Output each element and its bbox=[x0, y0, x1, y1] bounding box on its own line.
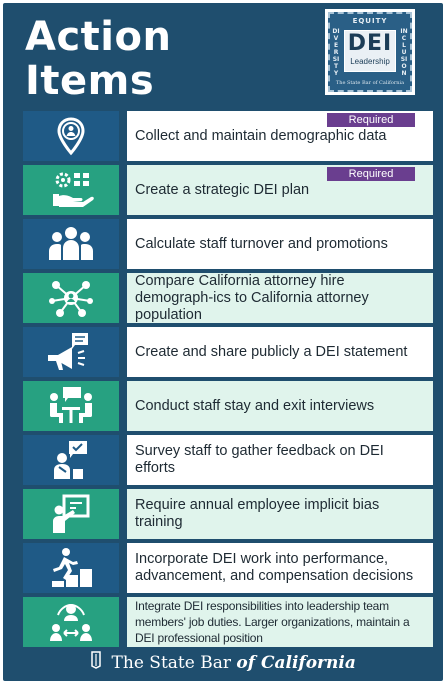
action-item-text: Compare California attorney hire demogra… bbox=[127, 273, 433, 323]
state-bar-logo-icon bbox=[90, 651, 102, 675]
seal-top-text: EQUITY bbox=[352, 17, 388, 25]
action-item-text: Conduct staff stay and exit interviews bbox=[127, 381, 433, 431]
action-item-text: Collect and maintain demographic data bbox=[127, 111, 433, 161]
state-bar-footer: The State Bar of California bbox=[3, 651, 443, 675]
seal-bottom-text: The State Bar of California bbox=[335, 80, 405, 86]
survey-feedback-icon bbox=[23, 435, 119, 485]
footer-text: The State Bar of California bbox=[112, 653, 356, 673]
infographic-panel: Action Items EQUITY DIVERSITY INCLUSION … bbox=[3, 3, 443, 681]
action-item: Integrate DEI responsibilities into lead… bbox=[23, 597, 433, 647]
people-group-icon bbox=[23, 219, 119, 269]
action-item: Create and share publicly a DEI statemen… bbox=[23, 327, 433, 377]
seal-badge-title: DEI bbox=[347, 31, 393, 56]
interview-icon bbox=[23, 381, 119, 431]
seal-stamp: EQUITY DIVERSITY INCLUSION DEI Leadershi… bbox=[328, 12, 412, 92]
training-presentation-icon bbox=[23, 489, 119, 539]
seal-badge-subtitle: Leadership bbox=[350, 57, 390, 66]
required-badge: Required bbox=[327, 113, 415, 127]
leadership-team-icon bbox=[23, 597, 119, 647]
action-item: Require annual employee implicit bias tr… bbox=[23, 489, 433, 539]
required-badge: Required bbox=[327, 167, 415, 181]
footer-italic: of California bbox=[236, 653, 356, 673]
action-item: Incorporate DEI work into performance, a… bbox=[23, 543, 433, 593]
action-item: Collect and maintain demographic data Re… bbox=[23, 111, 433, 161]
action-item-text: Require annual employee implicit bias tr… bbox=[127, 489, 433, 539]
action-item-text: Incorporate DEI work into performance, a… bbox=[127, 543, 433, 593]
action-item: Survey staff to gather feedback on DEI e… bbox=[23, 435, 433, 485]
megaphone-icon bbox=[23, 327, 119, 377]
title-line-1: Action bbox=[25, 14, 172, 60]
action-item-text: Create and share publicly a DEI statemen… bbox=[127, 327, 433, 377]
seal-badge: DEI Leadership bbox=[344, 30, 396, 72]
page-title: Action Items bbox=[25, 15, 285, 103]
action-item: Calculate staff turnover and promotions bbox=[23, 219, 433, 269]
action-item-text: Survey staff to gather feedback on DEI e… bbox=[127, 435, 433, 485]
seal-right-text: INCLUSION bbox=[400, 28, 408, 77]
action-item-list: Collect and maintain demographic data Re… bbox=[23, 111, 433, 651]
action-item-text: Calculate staff turnover and promotions bbox=[127, 219, 433, 269]
footer-prefix: The State Bar bbox=[111, 653, 237, 673]
dei-leadership-seal: EQUITY DIVERSITY INCLUSION DEI Leadershi… bbox=[325, 9, 415, 95]
action-item: Create a strategic DEI plan Required bbox=[23, 165, 433, 215]
network-people-icon bbox=[23, 273, 119, 323]
advancement-steps-icon bbox=[23, 543, 119, 593]
action-item-text: Integrate DEI responsibilities into lead… bbox=[127, 597, 433, 647]
location-person-icon bbox=[23, 111, 119, 161]
title-line-2: Items bbox=[25, 58, 155, 104]
action-item: Conduct staff stay and exit interviews bbox=[23, 381, 433, 431]
action-item: Compare California attorney hire demogra… bbox=[23, 273, 433, 323]
seal-left-text: DIVERSITY bbox=[332, 28, 340, 77]
strategy-plan-icon bbox=[23, 165, 119, 215]
